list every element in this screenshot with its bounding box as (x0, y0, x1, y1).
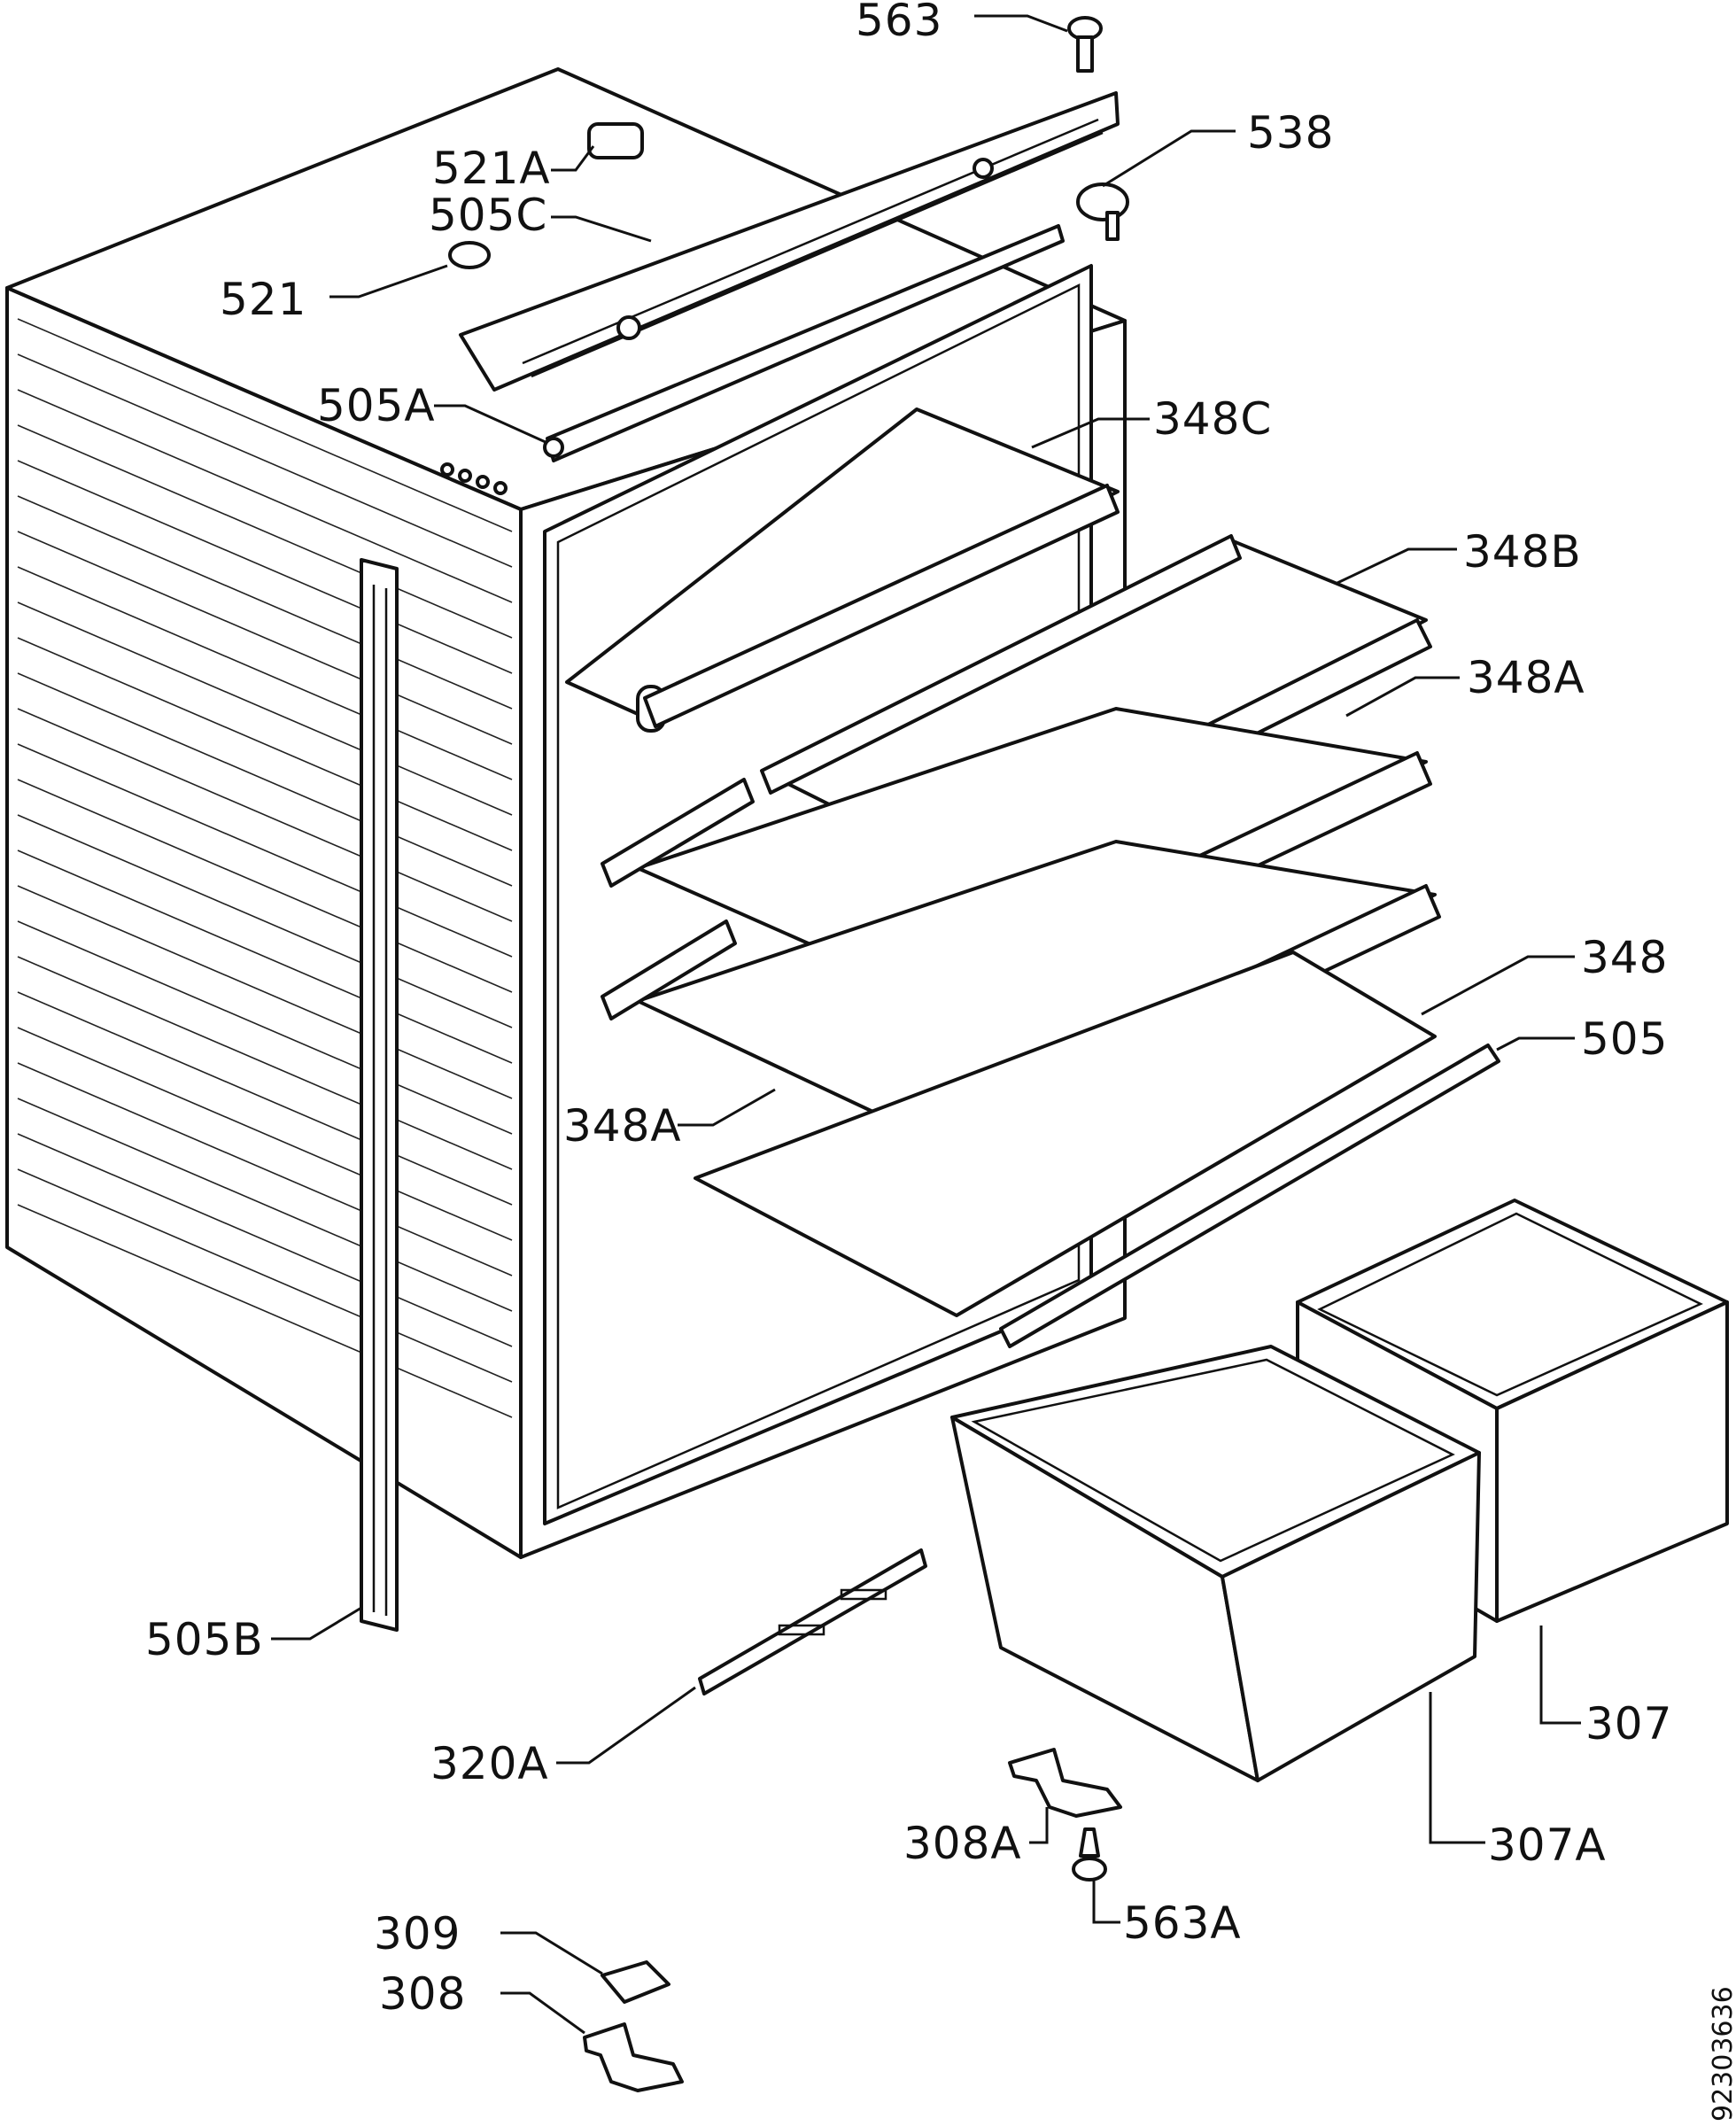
label-505a: 505A (317, 380, 436, 431)
cap-521a (587, 122, 644, 159)
label-521a: 521A (432, 143, 551, 194)
label-505b: 505B (145, 1614, 264, 1665)
shelf-348c (565, 407, 1120, 733)
glass-plate-348 (694, 950, 1437, 1317)
label-521: 521 (220, 274, 306, 325)
label-307a: 307A (1488, 1820, 1607, 1871)
rail-320a (698, 1548, 927, 1695)
rail-505 (999, 1044, 1500, 1348)
label-348a-upper: 348A (1467, 652, 1585, 703)
label-563a: 563A (1123, 1897, 1242, 1949)
crisper-bin-307a (950, 1345, 1481, 1782)
label-308a: 308A (903, 1818, 1022, 1869)
bracket-308a (1008, 1748, 1122, 1818)
document-number: 92303636 (1708, 1986, 1736, 2122)
trim-strip-505a (543, 224, 1065, 462)
leader-lines (271, 14, 1581, 2035)
label-563: 563 (856, 0, 942, 46)
screw-563a (1072, 1827, 1107, 1882)
bracket-308 (583, 2022, 684, 2092)
label-309: 309 (374, 1908, 461, 1959)
label-348b: 348B (1463, 526, 1582, 578)
screw-563 (1067, 16, 1103, 73)
label-348c: 348C (1153, 393, 1272, 445)
label-538: 538 (1247, 107, 1334, 159)
plug-521 (448, 241, 491, 269)
label-505: 505 (1581, 1013, 1668, 1065)
label-308: 308 (379, 1968, 466, 2020)
label-320a: 320A (430, 1738, 549, 1789)
side-shading (17, 318, 513, 1418)
label-348: 348 (1581, 932, 1668, 983)
door-gasket-505b (360, 558, 399, 1632)
label-307: 307 (1585, 1698, 1672, 1750)
label-348a-lower: 348A (563, 1100, 682, 1152)
hinge-pin-538 (1076, 182, 1129, 241)
label-505c: 505C (429, 190, 547, 241)
top-rail-505c (459, 91, 1120, 392)
cap-309 (601, 1960, 670, 2004)
part-labels: 563 538 521A 505C 521 505A 348C 348B 348… (145, 0, 1672, 2020)
